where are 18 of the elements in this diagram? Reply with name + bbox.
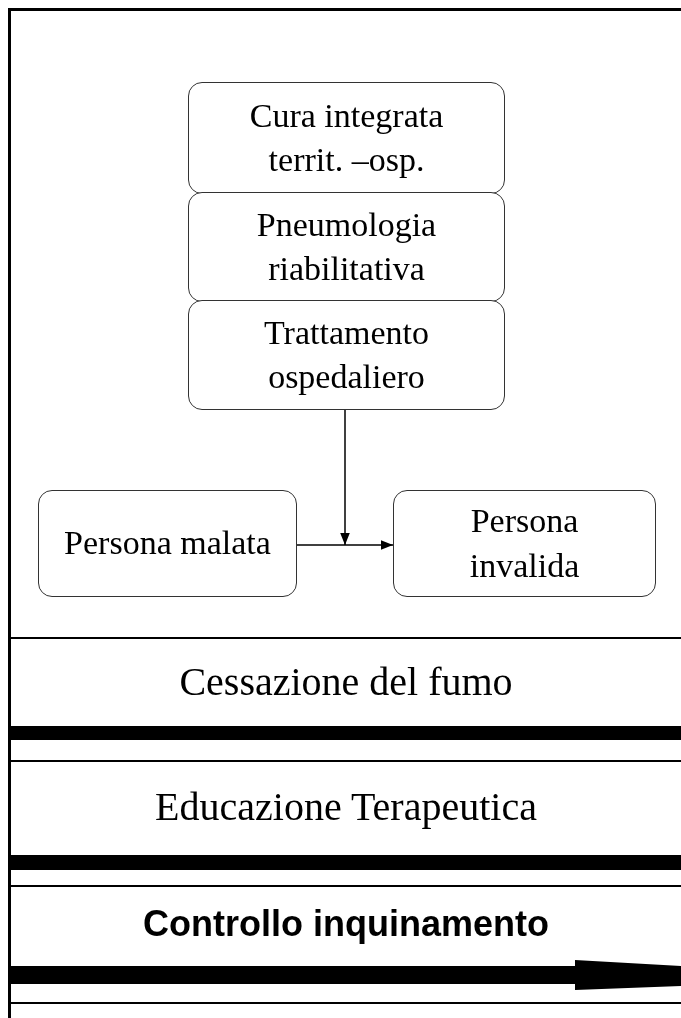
node-text: Controllo inquinamento: [143, 903, 549, 945]
node-text: Persona invalida: [468, 501, 581, 586]
thick-arrow: [11, 960, 681, 990]
node-text: Pneumologia riabilitativa: [255, 204, 438, 289]
node-text: Cura integrata territ. –osp.: [248, 95, 445, 180]
process-box: [188, 300, 505, 410]
node-text: Trattamento ospedaliero: [263, 312, 430, 397]
arrow: [340, 409, 350, 546]
process-box: [38, 490, 297, 597]
node-text: Cessazione del fumo: [179, 657, 513, 705]
thick-bar: [11, 855, 681, 870]
process-box: [393, 490, 656, 597]
process-box: [188, 82, 505, 194]
node-text: Educazione Terapeutica: [155, 782, 537, 830]
thick-bar: [11, 726, 681, 740]
process-box: [188, 192, 505, 302]
node-text: Persona malata: [64, 523, 271, 564]
arrow: [296, 540, 394, 550]
